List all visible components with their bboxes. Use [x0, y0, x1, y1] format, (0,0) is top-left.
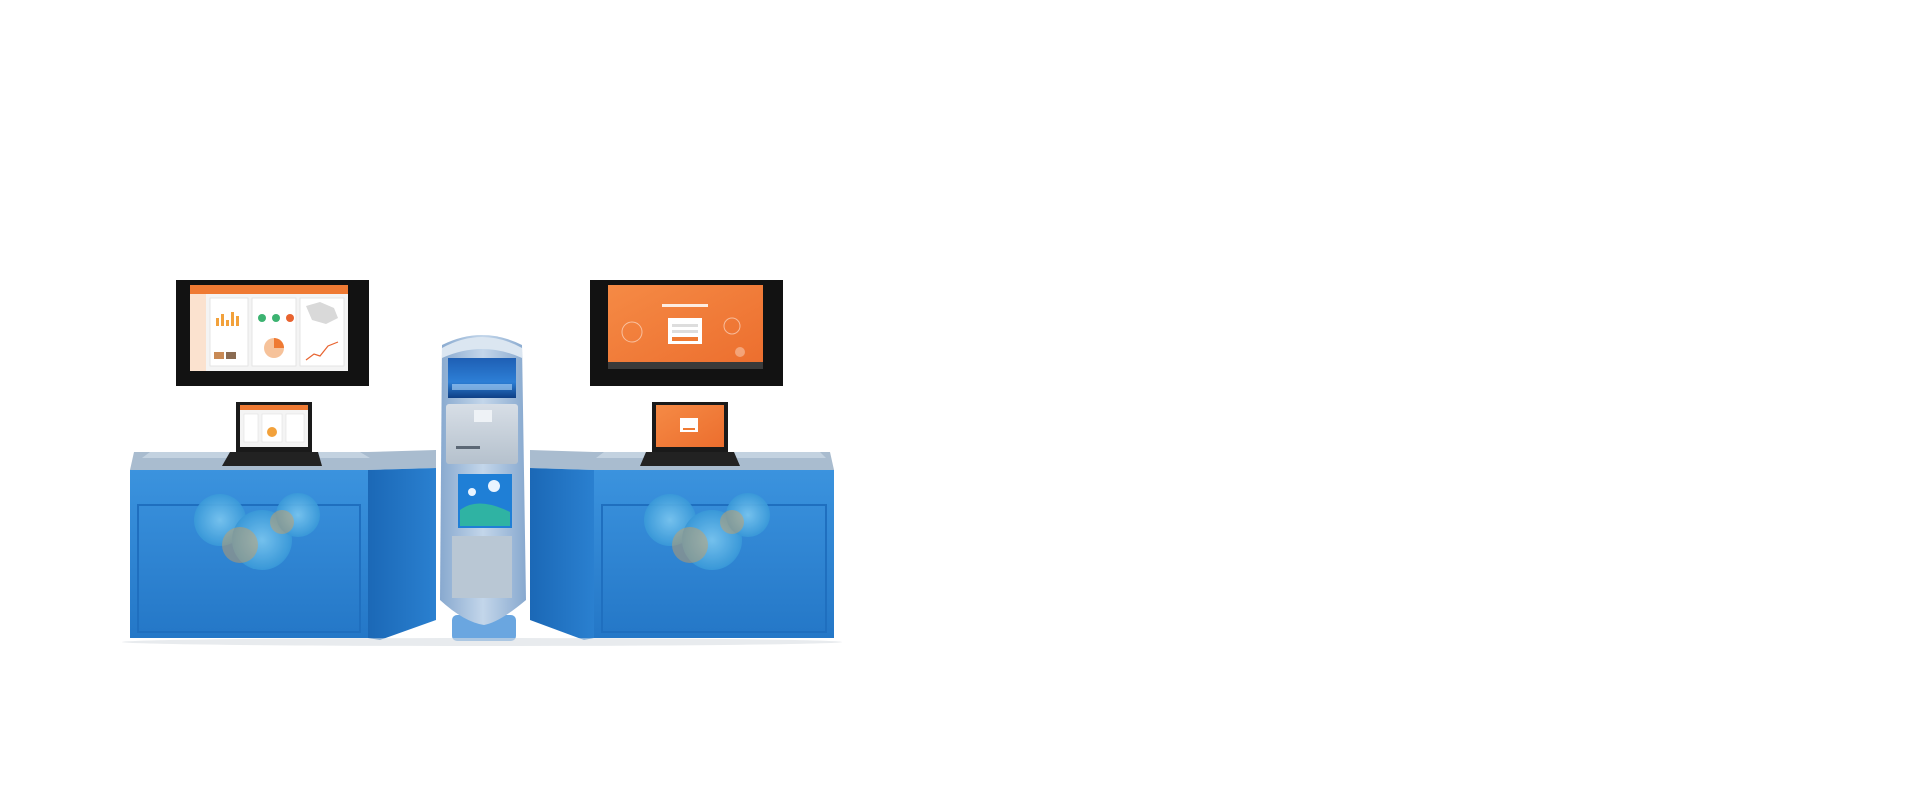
left-desk-side: [368, 468, 436, 640]
kiosk-lower-panel: [452, 536, 512, 598]
kiosk-base: [452, 615, 516, 641]
right-desk-globe-decoration: [644, 493, 770, 570]
right-laptop: [640, 402, 740, 466]
left-laptop: [222, 402, 322, 466]
left-monitor: [176, 280, 369, 386]
center-kiosk: [440, 335, 526, 641]
kiosk-top-cap: [442, 337, 522, 358]
right-laptop-keyboard: [640, 452, 740, 466]
kiosk-top-screen-glow: [452, 384, 512, 390]
left-desk-globe-decoration: [194, 493, 320, 570]
kiosk-card-reader: [474, 410, 492, 422]
right-desk: [530, 450, 834, 640]
kiosk-slot: [456, 446, 480, 449]
right-desk-front-panel: [601, 504, 827, 633]
left-laptop-keyboard: [222, 452, 322, 466]
left-desk-front-panel: [137, 504, 361, 633]
right-desk-side: [530, 468, 594, 640]
right-monitor: [590, 280, 783, 386]
kiosk-top-screen: [448, 358, 516, 398]
left-desk: [130, 450, 436, 640]
floor-shadow: [122, 638, 842, 646]
